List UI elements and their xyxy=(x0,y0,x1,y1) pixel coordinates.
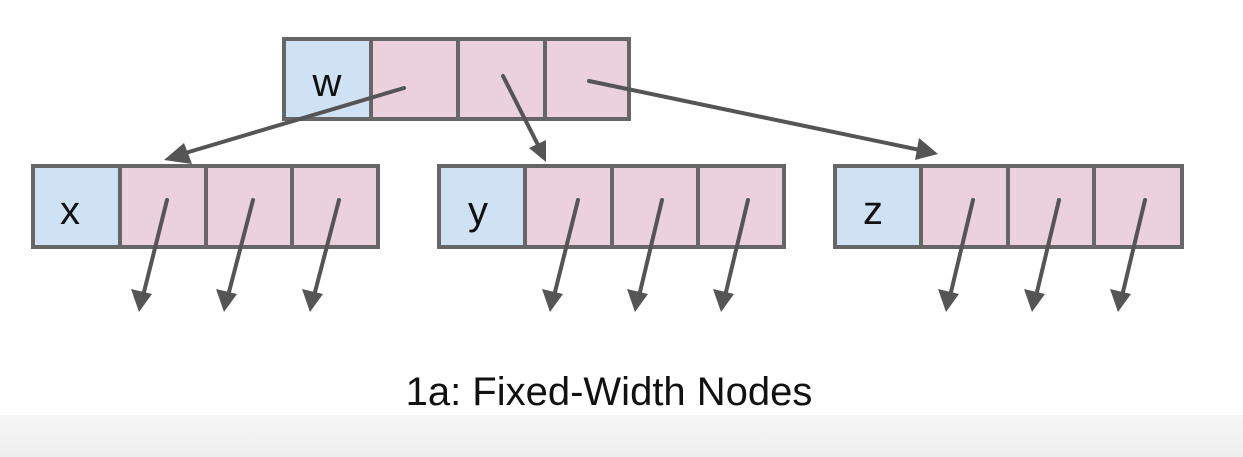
node-z-key-label: z xyxy=(863,189,883,233)
node-z-child-pointers xyxy=(938,198,1147,312)
node-w-pointer-cell xyxy=(543,37,631,121)
edge-w-to-z-arrowhead xyxy=(915,138,938,160)
edge-w-to-x-arrowhead xyxy=(164,143,192,164)
node-x-child-pointers xyxy=(131,198,341,312)
pointer-arrowhead xyxy=(542,289,563,312)
edge-w-to-x-shaft xyxy=(180,86,406,156)
pointer-arrowhead xyxy=(302,289,323,312)
pointer-arrowhead xyxy=(1024,289,1045,312)
node-w-key-label: w xyxy=(312,61,342,105)
bottom-band xyxy=(0,415,1243,457)
edge-w-to-z-shaft xyxy=(587,79,922,152)
node-w-pointer-cell xyxy=(369,37,460,121)
edge-w-to-x xyxy=(164,86,406,164)
edge-w-to-z xyxy=(587,79,938,160)
node-y-key-label: y xyxy=(468,189,488,233)
edge-w-to-y-arrowhead xyxy=(529,140,546,162)
node-x-pointer-cell xyxy=(118,164,208,249)
pointer-arrowhead xyxy=(216,289,237,312)
pointer-arrow-shaft xyxy=(227,198,255,294)
node-y: y xyxy=(437,164,786,249)
node-z: z xyxy=(833,164,1184,249)
pointer-arrow-shaft xyxy=(553,198,580,294)
node-x-key-cell xyxy=(31,164,122,249)
pointer-arrow-shaft xyxy=(1035,198,1061,294)
pointer-arrowhead xyxy=(627,289,648,312)
pointer-arrow-shaft xyxy=(313,198,341,294)
diagram-caption: 1a: Fixed-Width Nodes xyxy=(405,370,813,414)
node-y-child-pointers xyxy=(542,198,750,312)
pointer-arrowhead xyxy=(131,289,152,312)
edge-w-to-y-shaft xyxy=(501,74,540,147)
node-x-pointer-cell xyxy=(204,164,294,249)
node-x-key-label: x xyxy=(60,189,80,233)
edge-w-to-y xyxy=(501,74,546,162)
node-x-pointer-cell xyxy=(290,164,380,249)
pointer-arrowhead xyxy=(1110,289,1131,312)
pointer-arrowhead xyxy=(938,289,959,312)
node-w: w xyxy=(282,37,631,121)
pointer-arrow-shaft xyxy=(638,198,664,294)
node-w-key-cell xyxy=(282,37,373,121)
pointer-arrow-shaft xyxy=(724,198,750,294)
pointer-arrow-shaft xyxy=(142,198,169,294)
pointer-arrow-shaft xyxy=(949,198,975,294)
pointer-arrowhead xyxy=(713,289,734,312)
pointer-arrow-shaft xyxy=(1121,198,1147,294)
node-w-pointer-cell xyxy=(456,37,547,121)
node-x: x xyxy=(31,164,380,249)
